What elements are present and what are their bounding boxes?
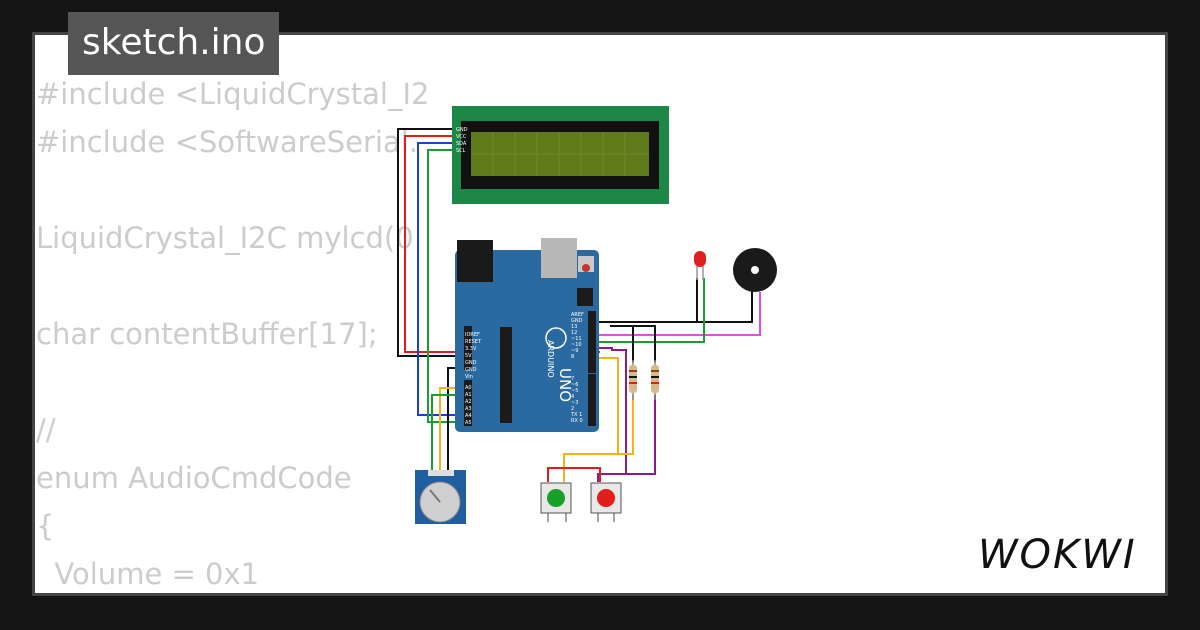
wire-black-resistors-2 (633, 325, 656, 362)
power-pin-label: GND (465, 360, 477, 366)
logo-text: WOKWI (978, 532, 1137, 578)
board-brand: ARDUINO (546, 340, 555, 378)
lcd-pin-label: SCL (456, 148, 466, 154)
code-line: LiquidCrystal_I2C mylcd(0 (36, 221, 414, 255)
arduino-logo-icon (545, 327, 567, 349)
power-pin-label: GND (465, 367, 477, 373)
analog-pin-label: A2 (465, 399, 472, 405)
power-pin-label: RESET (465, 339, 482, 345)
led[interactable] (694, 251, 706, 280)
potentiometer[interactable] (415, 470, 466, 524)
wire-purple-res (626, 395, 656, 475)
code-line: enum AudioCmdCode (36, 461, 352, 495)
code-line: char contentBuffer[17]; (36, 317, 378, 351)
led-icon (694, 251, 706, 267)
digital-pin-label: 12 (571, 330, 577, 336)
pushbutton-red[interactable] (590, 482, 622, 522)
analog-pin-label: A1 (465, 392, 472, 398)
power-pin-label: IOREF (465, 332, 480, 338)
resistor[interactable] (651, 360, 659, 400)
wire-red-buttons (547, 467, 601, 482)
wokwi-logo: WOKWI (978, 532, 1137, 578)
reset-button-icon (582, 264, 590, 272)
lcd-display[interactable]: GND VCC SDA SCL (452, 106, 669, 204)
lcd-pin-label: SDA (456, 141, 467, 147)
digital-pin-label: ~9 (571, 348, 578, 354)
red-button-icon (597, 489, 615, 507)
power-pin-label: 3.3V (465, 346, 477, 352)
digital-pin-label: GND (571, 318, 583, 324)
code-preview: #include <LiquidCrystal_I2 #include <Soft… (36, 70, 430, 598)
usb-port-icon (541, 238, 577, 278)
digital-pin-label: AREF (571, 312, 584, 318)
analog-pin-label: A4 (465, 413, 472, 419)
digital-pin-label: TX 1 (570, 412, 582, 418)
lcd-pin-label: GND (456, 127, 468, 133)
power-pin-label: 5V (465, 353, 472, 359)
code-line: { (36, 509, 55, 543)
buzzer[interactable] (733, 248, 777, 292)
digital-pin-label: ~6 (571, 382, 578, 388)
chip-icon (500, 327, 512, 423)
digital-pin-label: ~10 (571, 342, 582, 348)
digital-pin-label: ~3 (571, 400, 578, 406)
analog-pin-label: A5 (465, 420, 472, 426)
digital-pin-label: 8 (571, 354, 574, 360)
wire-black-led (596, 290, 753, 323)
wire-yellow-res (618, 395, 634, 455)
file-tab-label: sketch.ino (82, 22, 266, 63)
wires (397, 128, 761, 482)
wire-blue-lcd-sda (417, 142, 470, 416)
wire-black-lcd-gnd (397, 128, 470, 357)
file-tab[interactable]: sketch.ino (68, 12, 280, 75)
code-line: #include <LiquidCrystal_I2 (36, 77, 430, 111)
power-pin-label: Vin (465, 374, 473, 380)
green-button-icon (547, 489, 565, 507)
power-jack-icon (457, 240, 493, 282)
pushbutton-green[interactable] (540, 482, 572, 522)
analog-pin-label: A3 (465, 406, 472, 412)
wire-magenta-buzzer (596, 292, 761, 336)
board-model: UNO (556, 368, 574, 402)
wire-purple-button-red (596, 347, 627, 482)
digital-pin-label: 2 (571, 406, 574, 412)
analog-pin-label: A0 (465, 385, 472, 391)
digital-pin-label: 4 (571, 394, 574, 400)
wire-black-resistors (610, 325, 634, 362)
digital-pin-label: ~11 (571, 336, 582, 342)
lcd-pin-label: VCC (456, 134, 467, 140)
wire-green-led (596, 278, 705, 343)
resistor[interactable] (629, 360, 637, 400)
code-line: Volume = 0x1 (36, 557, 260, 591)
code-line: // (36, 413, 56, 447)
arduino-board[interactable]: ARDUINO UNO IOREF RESET 3.3V 5V GND GND … (455, 238, 599, 432)
code-line: #include <SoftwareSerial. (36, 125, 418, 159)
digital-pin-label: ~5 (571, 388, 578, 394)
digital-pin-label: RX 0 (571, 418, 583, 424)
digital-pin-label: 13 (571, 324, 577, 330)
digital-pin-label: 7 (571, 376, 574, 382)
